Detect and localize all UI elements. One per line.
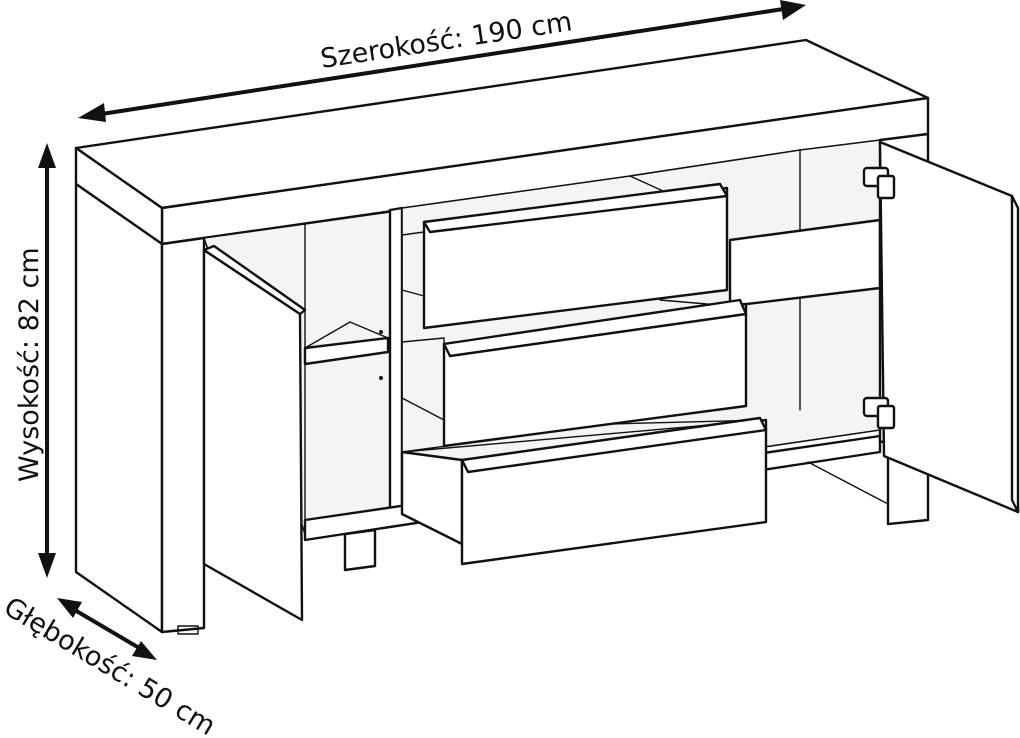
sideboard-illustration <box>74 38 1020 635</box>
left-side-panel-front-edge <box>160 236 206 634</box>
width-label: Szerokość: 190 cm <box>318 6 574 75</box>
left-leg <box>343 528 377 572</box>
left-shelf <box>303 336 390 366</box>
drawer-top-handle <box>422 182 729 234</box>
drawer-bottom-side <box>400 450 464 546</box>
drawer-top <box>401 182 729 330</box>
right-door-edge <box>1010 194 1020 514</box>
height-dimension: Wysokość: 82 cm <box>14 143 56 578</box>
hinge-top <box>862 166 896 200</box>
drawer-bottom <box>400 416 768 566</box>
left-door-edge <box>202 244 307 316</box>
left-side-panel <box>74 182 164 634</box>
middle-divider <box>388 206 404 524</box>
drawer-middle-handle <box>442 298 748 358</box>
hinge-bottom <box>862 396 896 430</box>
right-door <box>878 140 1020 514</box>
drawer-bottom-handle <box>460 416 768 474</box>
drawer-middle <box>401 298 748 448</box>
height-label: Wysokość: 82 cm <box>14 247 45 482</box>
